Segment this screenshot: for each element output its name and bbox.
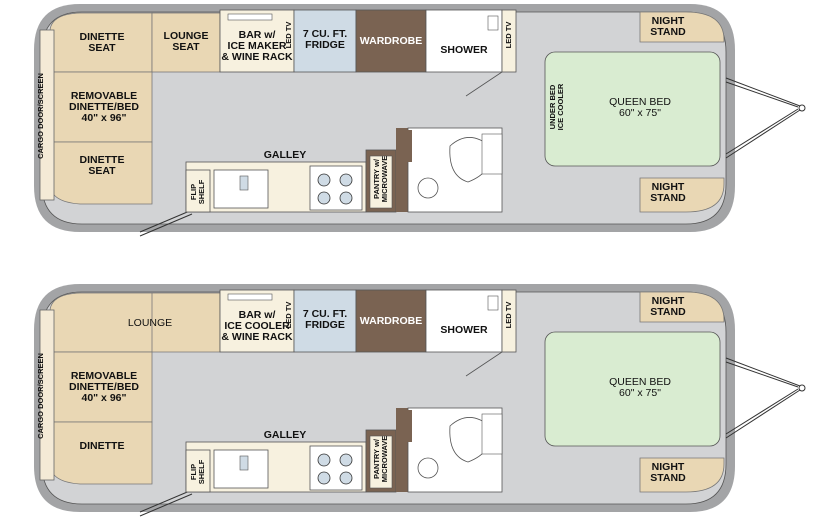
wardrobe: WARDROBE [359,34,423,47]
under-bed-ice-cooler: UNDER BED ICE COOLER [548,83,565,131]
floorplan-top-drawing [34,4,806,237]
night-stand-top: NIGHT STAND [650,295,686,318]
night-stand-bottom: NIGHT STAND [650,461,686,484]
bar-ice-cooler-wine-rack: BAR w/ ICE COOLER & WINE RACK [221,308,293,343]
queen-bed: QUEEN BED 60" x 75" [609,96,671,119]
fridge: 7 CU. FT. FRIDGE [302,28,348,51]
galley-label: GALLEY [263,428,307,441]
flip-shelf: FLIP SHELF [189,459,206,485]
night-stand-top: NIGHT STAND [650,15,686,38]
bar-ice-maker-wine-rack: BAR w/ ICE MAKER & WINE RACK [221,28,293,63]
shower: SHOWER [440,323,488,336]
dinette-seat-bottom: DINETTE SEAT [79,154,125,177]
led-tv-left: LED TV [284,301,293,329]
dinette: DINETTE [79,439,125,452]
floorplan-top: DINETTE SEAT LOUNGE SEAT BAR w/ ICE MAKE… [0,0,831,250]
led-tv-right: LED TV [504,21,513,49]
fridge: 7 CU. FT. FRIDGE [302,308,348,331]
cargo-door-screen: CARGO DOOR/SCREEN [36,73,45,159]
pantry-microwave: PANTRY w/ MICROWAVE [372,155,389,203]
removable-dinette-bed: REMOVABLE DINETTE/BED 40" x 96" [68,369,139,404]
hitch-top [725,77,806,159]
lounge: LOUNGE [127,316,173,329]
queen-bed: QUEEN BED 60" x 75" [609,376,671,399]
lounge-seat: LOUNGE SEAT [163,30,209,53]
floorplan-bottom-drawing [34,284,806,517]
shower: SHOWER [440,43,488,56]
floorplan-bottom: LOUNGE BAR w/ ICE COOLER & WINE RACK LED… [0,280,831,530]
night-stand-bottom: NIGHT STAND [650,181,686,204]
led-tv-right: LED TV [504,301,513,329]
wardrobe: WARDROBE [359,314,423,327]
cargo-door-screen: CARGO DOOR/SCREEN [36,353,45,439]
removable-dinette-bed: REMOVABLE DINETTE/BED 40" x 96" [68,89,139,124]
flip-shelf: FLIP SHELF [189,179,206,205]
pantry-microwave: PANTRY w/ MICROWAVE [372,435,389,483]
led-tv-left: LED TV [284,21,293,49]
hitch-bottom [725,357,806,439]
dinette-seat-top: DINETTE SEAT [79,31,125,54]
galley-label: GALLEY [263,148,307,161]
